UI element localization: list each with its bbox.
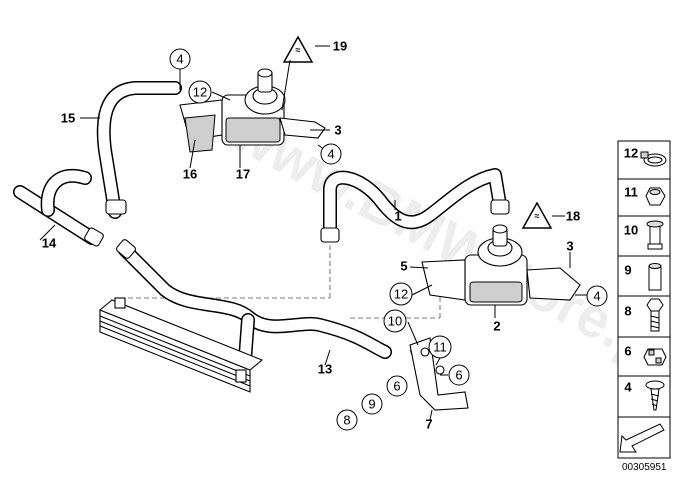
watermark-text: www.BMWstore.pl: [221, 99, 681, 383]
leader-lines: [39, 45, 588, 421]
callout-18: 18: [566, 209, 580, 224]
warning-triangle-18: ≈: [521, 201, 553, 229]
screw-icon: [645, 380, 665, 411]
water-pump-17: [179, 68, 326, 153]
oil-cooler: [98, 297, 264, 393]
hex-bolt-icon: [646, 298, 664, 332]
callout-10: 10: [383, 309, 407, 333]
callout-13: 13: [318, 362, 332, 377]
svg-text:12: 12: [394, 287, 408, 302]
panel-label-10: 10: [624, 223, 638, 238]
svg-text:4: 4: [327, 147, 334, 162]
callout-6-left: 6: [386, 375, 408, 397]
callout-5: 5: [400, 259, 407, 274]
svg-text:≈: ≈: [296, 45, 301, 55]
arrow-icon: [619, 423, 665, 453]
callout-1: 1: [394, 209, 401, 224]
sleeve-icon: [648, 263, 662, 291]
svg-text:6: 6: [455, 368, 462, 383]
svg-text:≈: ≈: [535, 211, 540, 221]
callout-7: 7: [425, 417, 432, 432]
callout-15: 15: [61, 111, 75, 126]
svg-text:12: 12: [193, 85, 207, 100]
callout-4-right: 4: [586, 285, 608, 307]
callout-19: 19: [333, 39, 347, 54]
callout-12-lower: 12: [389, 282, 413, 306]
bolt-icon: [646, 220, 664, 250]
water-pump-2: [421, 224, 581, 306]
svg-text:10: 10: [388, 314, 402, 329]
callout-3-right: 3: [566, 239, 573, 254]
callout-4-mid: 4: [320, 143, 342, 165]
svg-text:4: 4: [176, 52, 183, 67]
callout-6-right: 6: [448, 364, 470, 386]
hose-14: [13, 168, 104, 247]
callout-17: 17: [236, 167, 250, 182]
callout-3-top: 3: [334, 123, 341, 138]
callout-4-top: 4: [169, 48, 191, 70]
callout-9: 9: [361, 393, 383, 415]
callout-2: 2: [493, 319, 500, 334]
hose-clamp-icon: [640, 151, 667, 167]
panel-label-9: 9: [624, 263, 631, 278]
parts-panel: 12 11 10 9 8 6 4: [617, 140, 671, 459]
svg-text:8: 8: [343, 413, 350, 428]
svg-text:6: 6: [393, 379, 400, 394]
warning-triangle-19: ≈: [282, 35, 314, 63]
callout-12-top: 12: [188, 80, 212, 104]
svg-text:9: 9: [368, 397, 375, 412]
svg-text:4: 4: [593, 289, 600, 304]
panel-label-11: 11: [624, 185, 638, 200]
panel-label-4: 4: [624, 380, 632, 395]
diagram-reference-number: 00305951: [622, 462, 667, 473]
callout-11: 11: [428, 335, 452, 359]
hose-15: [96, 81, 182, 219]
callout-16: 16: [183, 167, 197, 182]
panel-label-8: 8: [624, 304, 631, 319]
hose-1: [320, 168, 510, 243]
panel-label-12: 12: [624, 146, 638, 161]
callout-8: 8: [336, 409, 358, 431]
nut-icon: [645, 187, 666, 206]
svg-text:11: 11: [433, 340, 447, 355]
expanding-nut-icon: [643, 348, 667, 366]
panel-label-6: 6: [624, 344, 631, 359]
callout-14: 14: [42, 236, 57, 251]
